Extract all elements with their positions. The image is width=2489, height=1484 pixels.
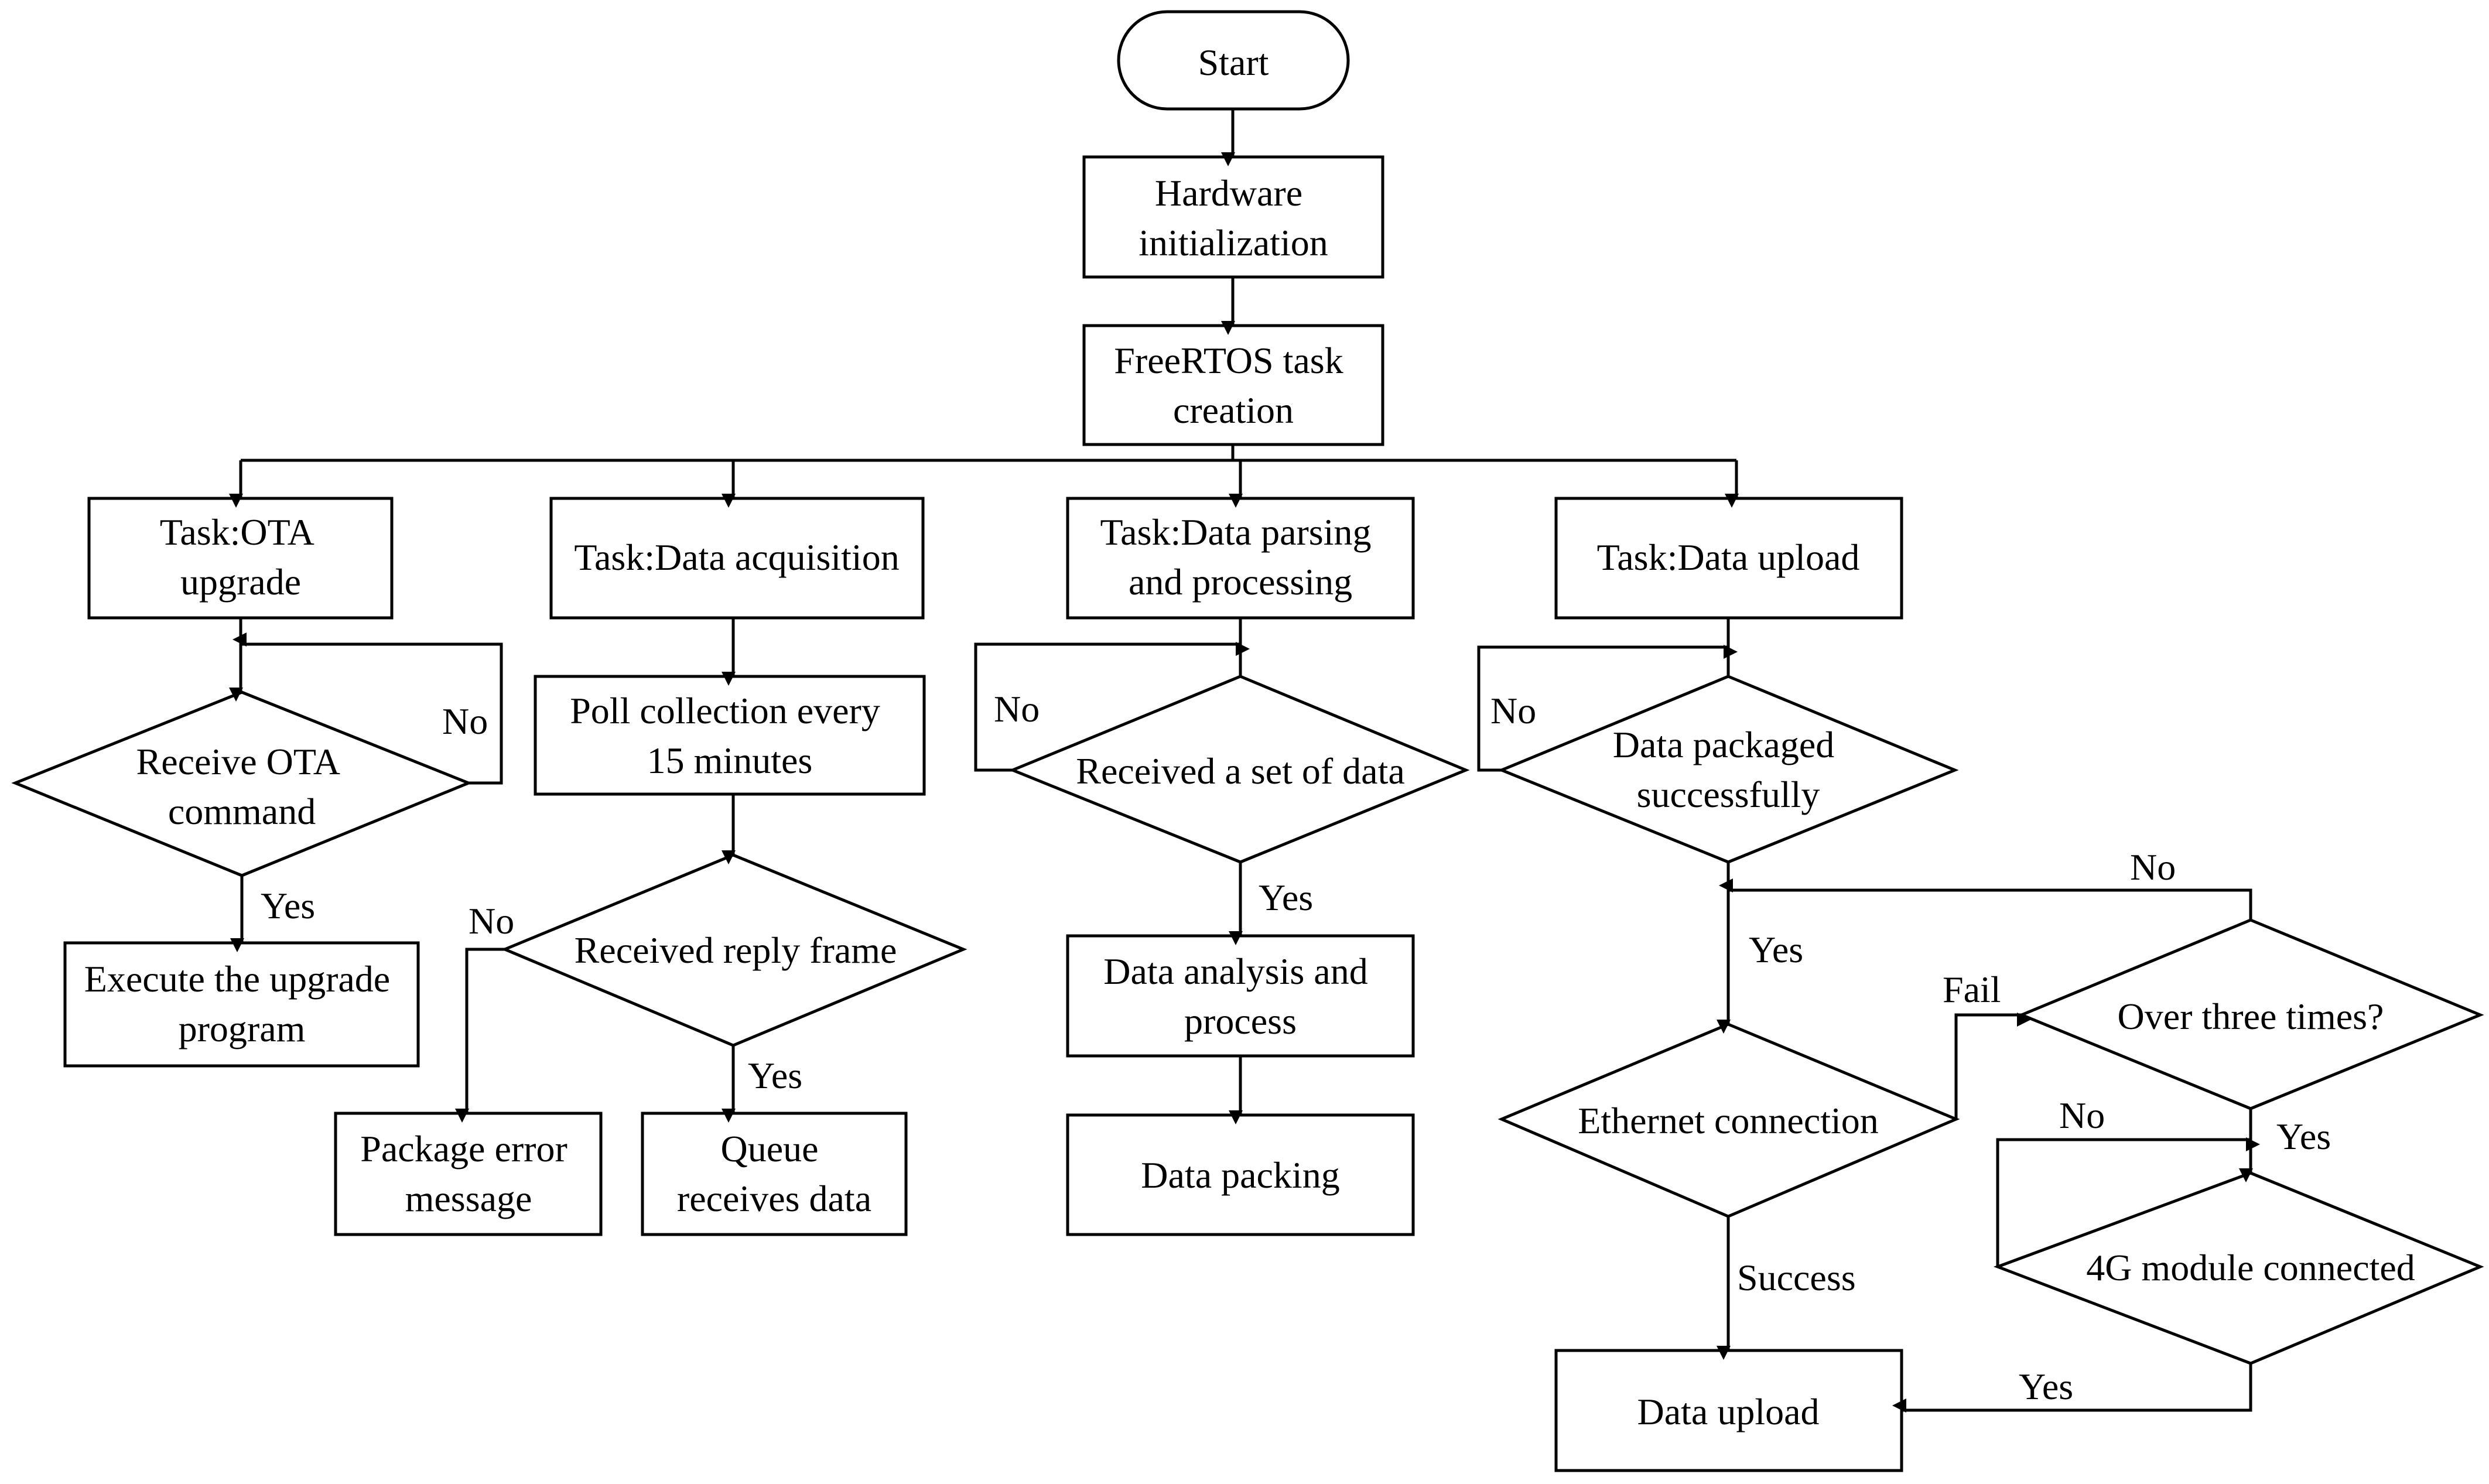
data-packaged-label: Data packaged successfully bbox=[1613, 724, 1844, 815]
queue-receives-box bbox=[641, 1112, 908, 1236]
execute-upgrade-label: Execute the upgrade program bbox=[84, 958, 399, 1049]
receive-ota-decision bbox=[11, 690, 473, 877]
packaged-no-label: No bbox=[1490, 690, 1536, 731]
ota-yes-label: Yes bbox=[261, 885, 315, 926]
set-yes-label: Yes bbox=[1259, 877, 1313, 918]
task-creation-label: FreeRTOS task creation bbox=[1114, 340, 1352, 431]
ethernet-success-label: Success bbox=[1737, 1257, 1856, 1298]
ethernet-connection-label: Ethernet connection bbox=[1578, 1100, 1879, 1141]
ethernet-fail-arrow bbox=[1954, 1013, 2031, 1119]
hardware-init-label: Hardware initialization bbox=[1138, 172, 1328, 264]
ota-no-loop bbox=[233, 632, 503, 785]
reply-yes-label: Yes bbox=[748, 1055, 802, 1096]
execute-upgrade-box bbox=[63, 941, 420, 1068]
package-error-label: Package error message bbox=[360, 1128, 577, 1219]
package-error-box bbox=[334, 1112, 603, 1236]
reply-no-arrow bbox=[455, 948, 505, 1123]
4g-no-loop bbox=[1996, 1137, 2260, 1267]
4g-yes-arrow bbox=[1892, 1363, 2252, 1413]
data-upload-label: Data upload bbox=[1637, 1391, 1820, 1432]
three-times-yes-label: Yes bbox=[2276, 1116, 2331, 1157]
data-packing-label: Data packing bbox=[1141, 1154, 1339, 1196]
reply-no-label: No bbox=[469, 900, 514, 942]
4g-module-label: 4G module connected bbox=[2086, 1247, 2415, 1288]
receive-ota-label: Receive OTA command bbox=[136, 741, 348, 832]
task-acquisition-box bbox=[549, 497, 925, 620]
packaged-no-loop bbox=[1477, 645, 1738, 772]
received-reply-label: Received reply frame bbox=[575, 929, 897, 971]
data-analysis-label: Data analysis and process bbox=[1103, 950, 1377, 1042]
hardware-init-box bbox=[1082, 155, 1384, 279]
three-times-no-label: No bbox=[2130, 846, 2176, 888]
ota-no-label: No bbox=[442, 700, 488, 742]
start-label: Start bbox=[1198, 42, 1269, 83]
data-packaged-decision bbox=[1497, 675, 1959, 864]
4g-no-label: No bbox=[2059, 1095, 2105, 1136]
ethernet-fail-label: Fail bbox=[1943, 969, 2001, 1010]
packaged-yes-label: Yes bbox=[1749, 929, 1803, 970]
set-no-label: No bbox=[994, 688, 1040, 730]
task-ota-box bbox=[87, 497, 394, 620]
queue-receives-label: Queue receives data bbox=[677, 1128, 871, 1219]
task-ota-label: Task:OTA upgrade bbox=[160, 511, 322, 603]
4g-yes-label: Yes bbox=[2019, 1366, 2073, 1407]
three-times-no-arrow bbox=[1719, 878, 2252, 920]
task-parsing-label: Task:Data parsing and processing bbox=[1100, 511, 1381, 603]
task-upload-label: Task:Data upload bbox=[1597, 536, 1860, 578]
poll-collection-box bbox=[534, 675, 926, 796]
received-set-label: Received a set of data bbox=[1076, 750, 1405, 792]
data-upload-box bbox=[1554, 1349, 1903, 1472]
data-analysis-box bbox=[1066, 934, 1415, 1058]
over-three-times-label: Over three times? bbox=[2118, 996, 2384, 1037]
set-no-loop bbox=[974, 642, 1250, 772]
poll-collection-label: Poll collection every 15 minutes bbox=[570, 690, 890, 781]
task-acquisition-label: Task:Data acquisition bbox=[574, 536, 899, 578]
data-packing-box bbox=[1066, 1113, 1415, 1236]
